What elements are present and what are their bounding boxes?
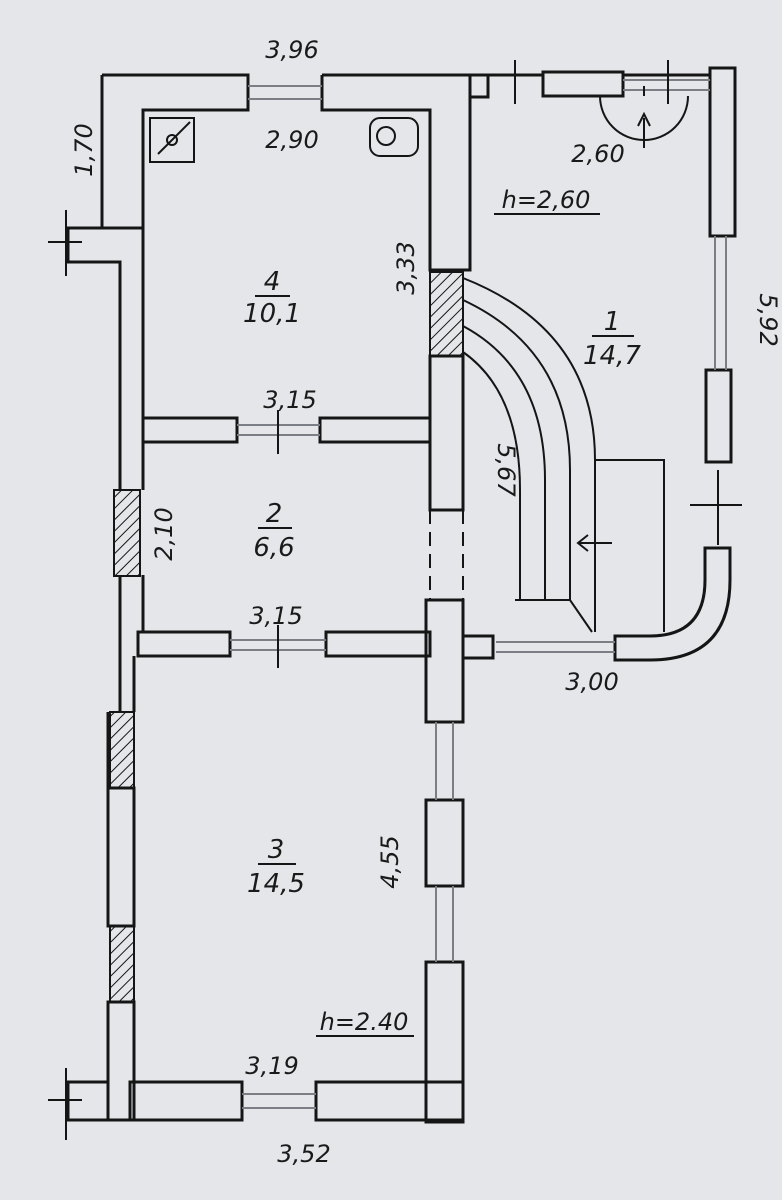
dim-top-outer: 3,96 [265,36,318,64]
room-3-area: 14,5 [247,869,305,899]
dim-room4-height: 3,33 [392,241,420,294]
room-2-area: 6,6 [253,533,294,563]
door-opening [429,510,464,600]
room-1-number: 1 [604,307,621,337]
dim-left-top: 1,70 [70,123,98,176]
hall-walls [461,66,737,662]
door-swing [599,86,689,148]
stairs [462,277,665,633]
dim-hall-stairs: 5,67 [492,443,520,497]
sink-icon [149,117,195,163]
dim-room2-top: 3,15 [263,386,316,414]
room-1-area: 14,7 [583,341,641,371]
room-4-number: 4 [264,267,281,297]
hatched-segments [109,271,464,1003]
room-2-number: 2 [266,499,283,529]
hall-height: h=2,60 [502,186,591,214]
dim-hall-top: 2,60 [571,140,624,168]
dim-hall-bottom: 3,00 [565,668,618,696]
dim-bottom-outer: 3,52 [277,1140,330,1168]
room-3-number: 3 [268,835,285,865]
toilet-icon [369,117,419,157]
room3-height: h=2.40 [320,1008,409,1036]
dim-room3-bottom-inner: 3,19 [245,1052,298,1080]
dim-room4-width: 2,90 [265,126,318,154]
dim-room3-height: 4,55 [376,835,404,888]
dimension-ticks [48,60,742,1140]
dim-room3-top: 3,15 [249,602,302,630]
dim-room2-height: 2,10 [150,507,178,560]
dim-hall-right: 5,92 [754,293,782,346]
windows [230,79,727,1109]
fixtures [149,117,419,163]
room-4-area: 10,1 [243,299,301,329]
